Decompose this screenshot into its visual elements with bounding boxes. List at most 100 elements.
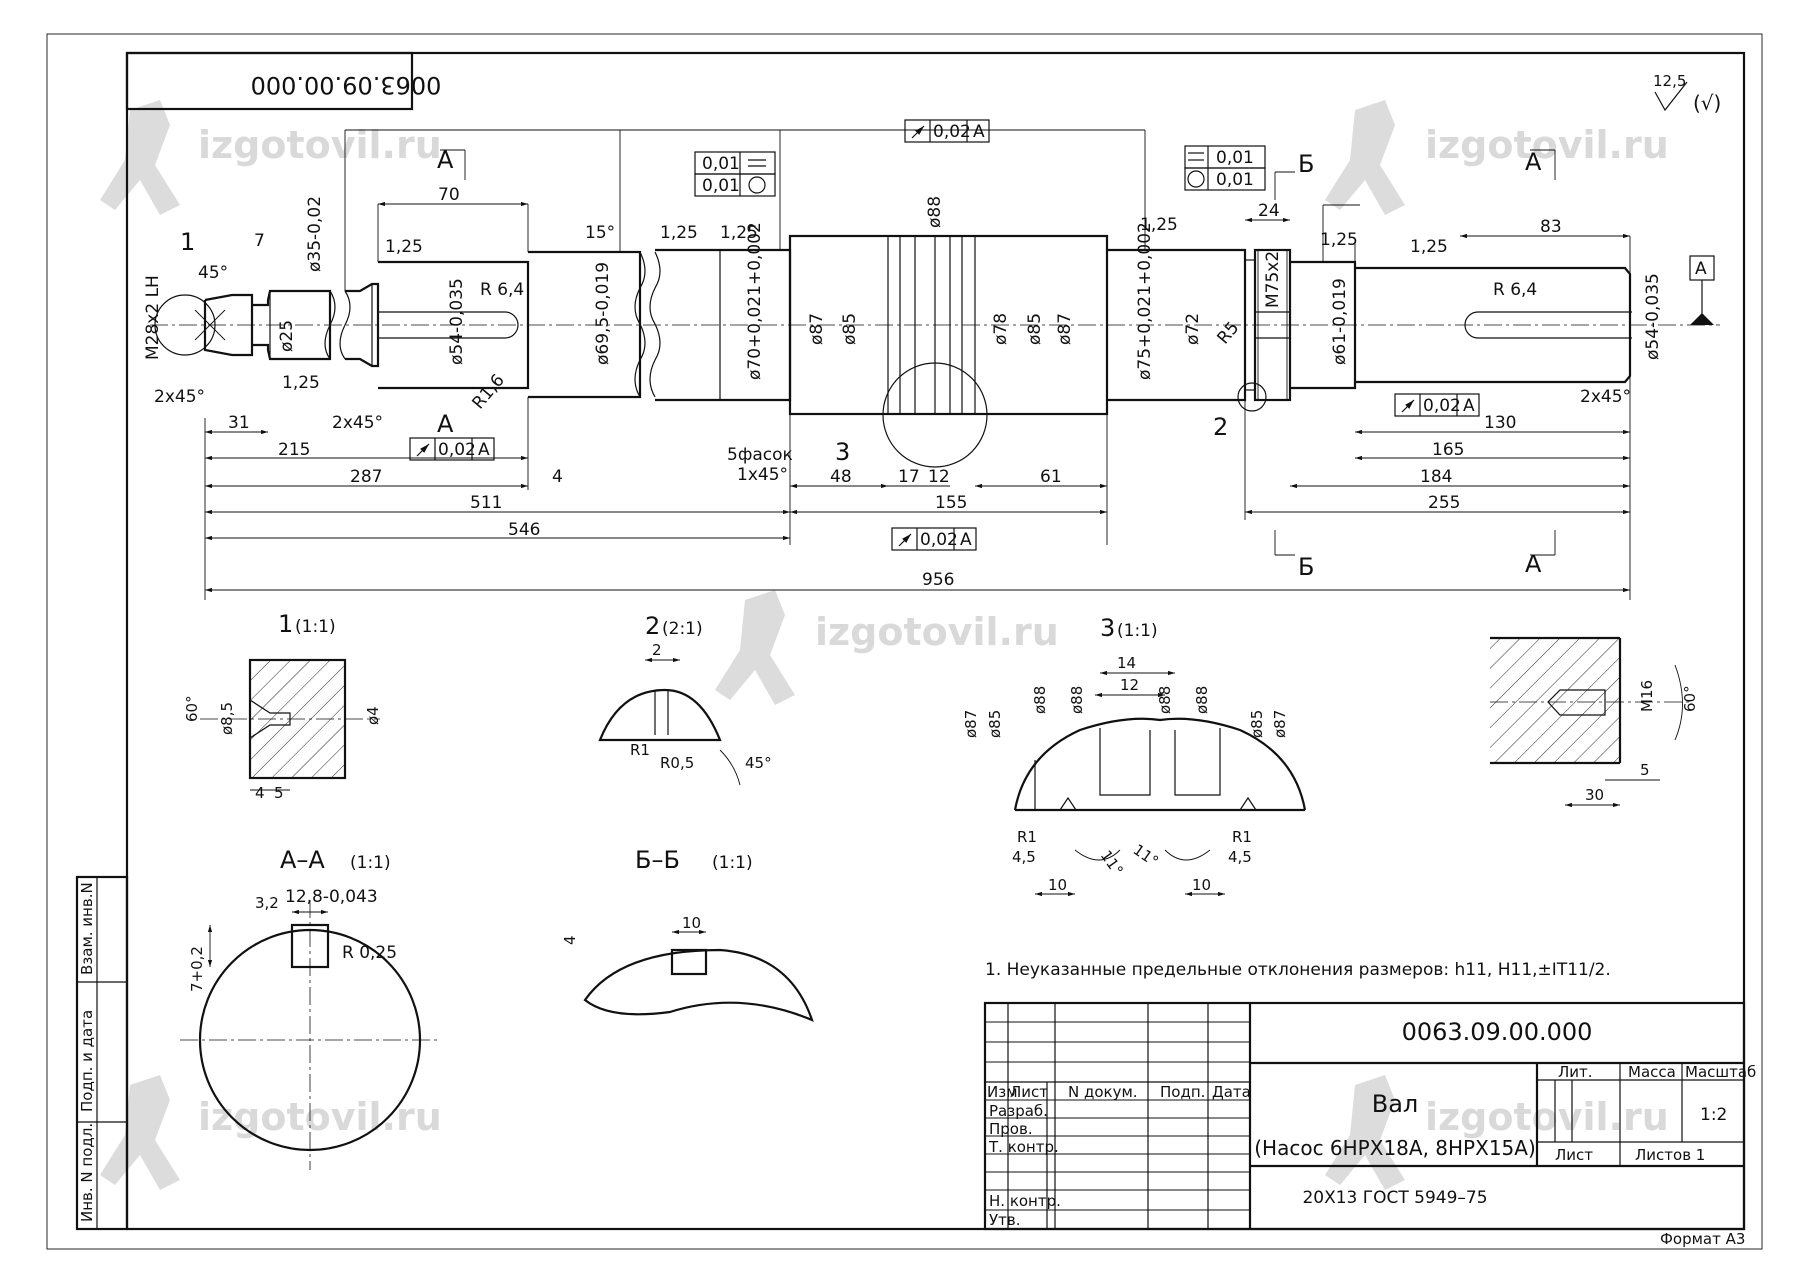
d3-10: 10 (1192, 876, 1211, 894)
outer-frame (46, 33, 1763, 1250)
tb-col-date: Дата (1212, 1083, 1251, 1101)
datum-box: A (1695, 259, 1707, 279)
callout-1: 1 (180, 228, 195, 256)
dimension-lines (204, 129, 1631, 600)
dim-130: 130 (1484, 413, 1516, 433)
d4-5: 5 (1640, 761, 1650, 779)
detail-2: 2 (2:1) 2 R1 R0,5 45° (598, 612, 772, 786)
sa-r025: R 0,25 (342, 943, 397, 963)
dim-r16: R1,6 (469, 371, 509, 414)
tol-value: 0,02 (1423, 396, 1461, 416)
stamp-podp-data: Подп. и дата (78, 1010, 96, 1112)
dim-m75: M75x2 (1263, 251, 1283, 308)
dim-4: 4 (552, 467, 563, 487)
dim-r64: R 6,4 (480, 280, 524, 300)
d3-45: 4,5 (1228, 848, 1252, 866)
roughness-value: 12,5 (1653, 72, 1686, 90)
detail-1-title: 1 (278, 610, 293, 638)
dim-546: 546 (508, 520, 540, 540)
dim-70: 70 (438, 185, 460, 205)
tb-lit: Лит. (1558, 1063, 1593, 1081)
d4-m16: M16 (1638, 680, 1656, 712)
tb-sheet: Лист (1555, 1146, 1593, 1164)
d2-45: 45° (745, 754, 772, 772)
sb-10: 10 (682, 914, 701, 932)
dim-511: 511 (470, 493, 502, 513)
rough-mark: 1,25 (385, 237, 423, 257)
format-label: Формат А3 (1660, 1230, 1745, 1248)
d1-5: 5 (274, 784, 284, 802)
dim-d25: ø25 (277, 320, 297, 352)
roughness-symbol: 12,5 (√) (1653, 72, 1721, 115)
tb-row-nkontr: Н. контр. (989, 1192, 1061, 1210)
dim-956: 956 (922, 570, 954, 590)
inner-frame (125, 51, 1746, 1231)
detail-1: 1 (1:1) 60° ø8,5 ø4 4 5 (183, 610, 382, 802)
d3-d88: ø88 (1156, 686, 1174, 714)
dim-r5: R5 (1214, 318, 1244, 348)
d1-dia: ø8,5 (218, 702, 236, 735)
tb-col-podp: Подп. (1160, 1083, 1205, 1101)
tb-row-prov: Пров. (989, 1120, 1033, 1138)
section-aa-title: А–А (280, 846, 325, 874)
tb-subtitle: (Насос 6НРХ18А, 8НРХ15А) (1254, 1136, 1536, 1160)
sa-128: 12,8-0,043 (285, 887, 378, 907)
detail-2-title: 2 (645, 612, 660, 640)
d3-d87: ø87 (962, 710, 980, 738)
d3-45: 4,5 (1012, 848, 1036, 866)
dim-165: 165 (1432, 440, 1464, 460)
tb-row-razrab: Разраб. (989, 1102, 1048, 1120)
d3-12: 12 (1120, 676, 1139, 694)
tb-col-izm: Изм (987, 1083, 1018, 1101)
dim-d70: ø70+0,021+0,002 (745, 222, 765, 380)
dim-d695: ø69,5-0,019 (593, 262, 613, 365)
rough-mark: 1,25 (720, 223, 758, 243)
dim-31: 31 (228, 413, 250, 433)
section-b-b: Б–Б (1:1) 10 4 (561, 846, 814, 1022)
detail-1-scale: (1:1) (295, 617, 336, 637)
shaft-main-view (150, 234, 1720, 468)
dim-d78: ø78 (991, 313, 1011, 345)
header-code-rotated: 0063.09.00.000 (251, 71, 442, 99)
dim-61: 61 (1040, 467, 1062, 487)
tb-col-doc: N докум. (1068, 1083, 1138, 1101)
d4-60: 60° (1681, 685, 1699, 712)
d3-10: 10 (1048, 876, 1067, 894)
section-a-a: А–А (1:1) 3,2 12,8-0,043 R 0,25 7+0,2 (180, 846, 440, 1170)
d3-11: 11° (1130, 841, 1162, 871)
tb-scale-label: Масштаб (1685, 1063, 1756, 1081)
d3-11: 11° (1097, 847, 1127, 879)
dim-d72: ø72 (1183, 313, 1203, 345)
dim-m28: M28x2 LH (143, 275, 163, 360)
tol-value: 0,01 (1216, 170, 1254, 190)
chamfer-note-size: 1x45° (737, 465, 788, 485)
watermark-text: izgotovil.ru (198, 1095, 442, 1139)
tol-value: 0,02 (933, 122, 971, 142)
dim-287: 287 (350, 467, 382, 487)
watermark-text: izgotovil.ru (1425, 123, 1669, 167)
watermarks: izgotovil.ru izgotovil.ru izgotovil.ru i… (100, 100, 1669, 1190)
tol-value: 0,02 (438, 440, 476, 460)
sb-4: 4 (561, 935, 579, 945)
dim-83: 83 (1540, 217, 1562, 237)
watermark-text: izgotovil.ru (815, 610, 1059, 654)
section-bb-scale: (1:1) (712, 853, 753, 873)
dim-2x45-a: 2x45° (154, 387, 205, 407)
tol-value: 0,01 (702, 154, 740, 174)
callout-2: 2 (1213, 413, 1228, 441)
tol-datum: A (960, 530, 972, 550)
main-view-dimensions: 1 7 M28x2 LH ø25 ø35-0,02 ø54-0,035 ø69,… (143, 146, 1663, 590)
d3-d85: ø85 (986, 710, 1004, 738)
tb-sheets: Листов 1 (1635, 1146, 1705, 1164)
chamfer-note-count: 5фасок (727, 445, 793, 465)
detail-4: M16 60° 5 30 (1490, 636, 1699, 808)
tol-datum: A (973, 122, 985, 142)
dim-d54b: ø54-0,035 (1643, 273, 1663, 360)
rough-mark: 1,25 (1410, 237, 1448, 257)
callout-3: 3 (835, 438, 850, 466)
section-mark-a: А (437, 410, 454, 438)
d3-14: 14 (1117, 654, 1136, 672)
tb-scale: 1:2 (1700, 1105, 1727, 1125)
rough-mark: 1,25 (1140, 215, 1178, 235)
tol-value: 0,02 (920, 530, 958, 550)
